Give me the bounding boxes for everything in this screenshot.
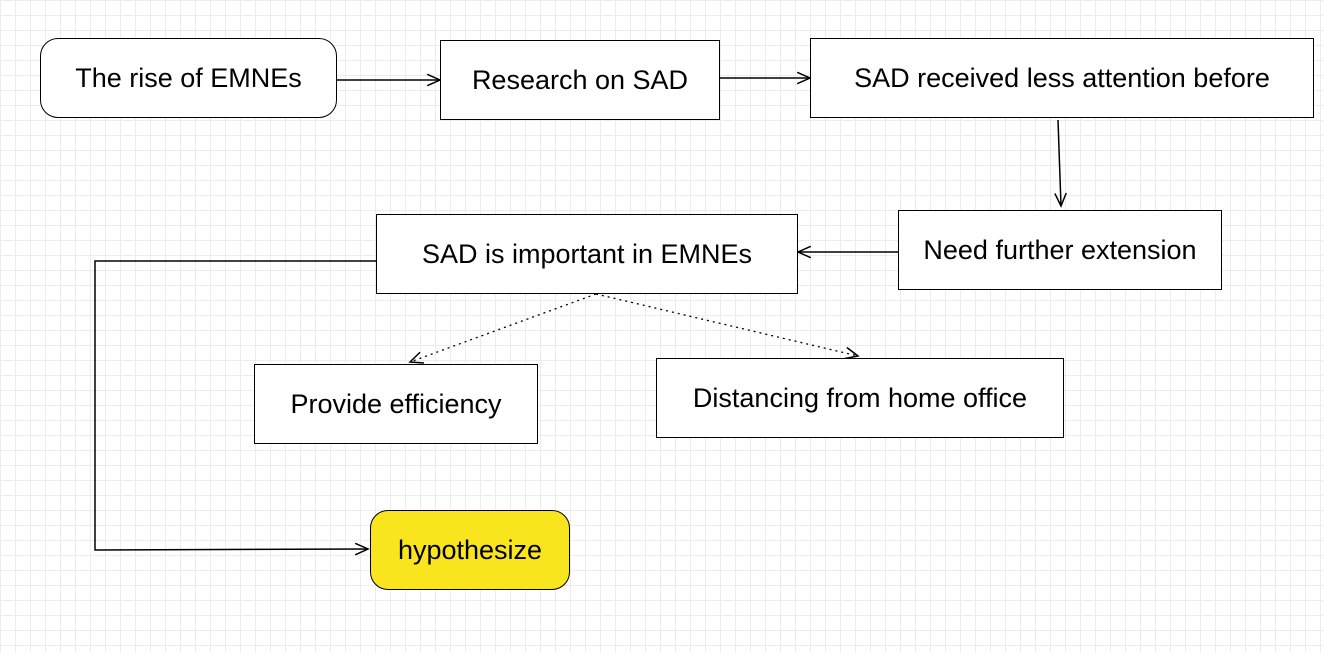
node-distancing-home-office[interactable]: Distancing from home office bbox=[656, 358, 1064, 438]
node-research-on-sad[interactable]: Research on SAD bbox=[440, 40, 720, 120]
edge-important-to-hypothesize-arrowhead bbox=[354, 542, 370, 556]
node-sad-important[interactable]: SAD is important in EMNEs bbox=[376, 214, 798, 294]
node-need-extension[interactable]: Need further extension bbox=[898, 210, 1222, 290]
edge-important-to-distancing[interactable] bbox=[595, 293, 859, 357]
edge-important-to-efficiency[interactable] bbox=[409, 293, 597, 363]
node-rise-of-emnes[interactable]: The rise of EMNEs bbox=[40, 38, 337, 118]
edge-extension-to-important-arrowhead bbox=[796, 245, 812, 259]
edge-important-to-efficiency-arrowhead bbox=[408, 351, 425, 364]
edge-important-to-distancing-arrowhead bbox=[844, 346, 860, 360]
edge-less-attention-to-extension[interactable] bbox=[1057, 119, 1062, 207]
edge-less-attention-to-extension-arrowhead bbox=[1054, 192, 1067, 208]
node-hypothesize[interactable]: hypothesize bbox=[370, 510, 570, 590]
edge-important-to-hypothesize[interactable] bbox=[94, 260, 376, 551]
node-less-attention[interactable]: SAD received less attention before bbox=[810, 38, 1314, 118]
node-provide-efficiency[interactable]: Provide efficiency bbox=[254, 364, 538, 444]
